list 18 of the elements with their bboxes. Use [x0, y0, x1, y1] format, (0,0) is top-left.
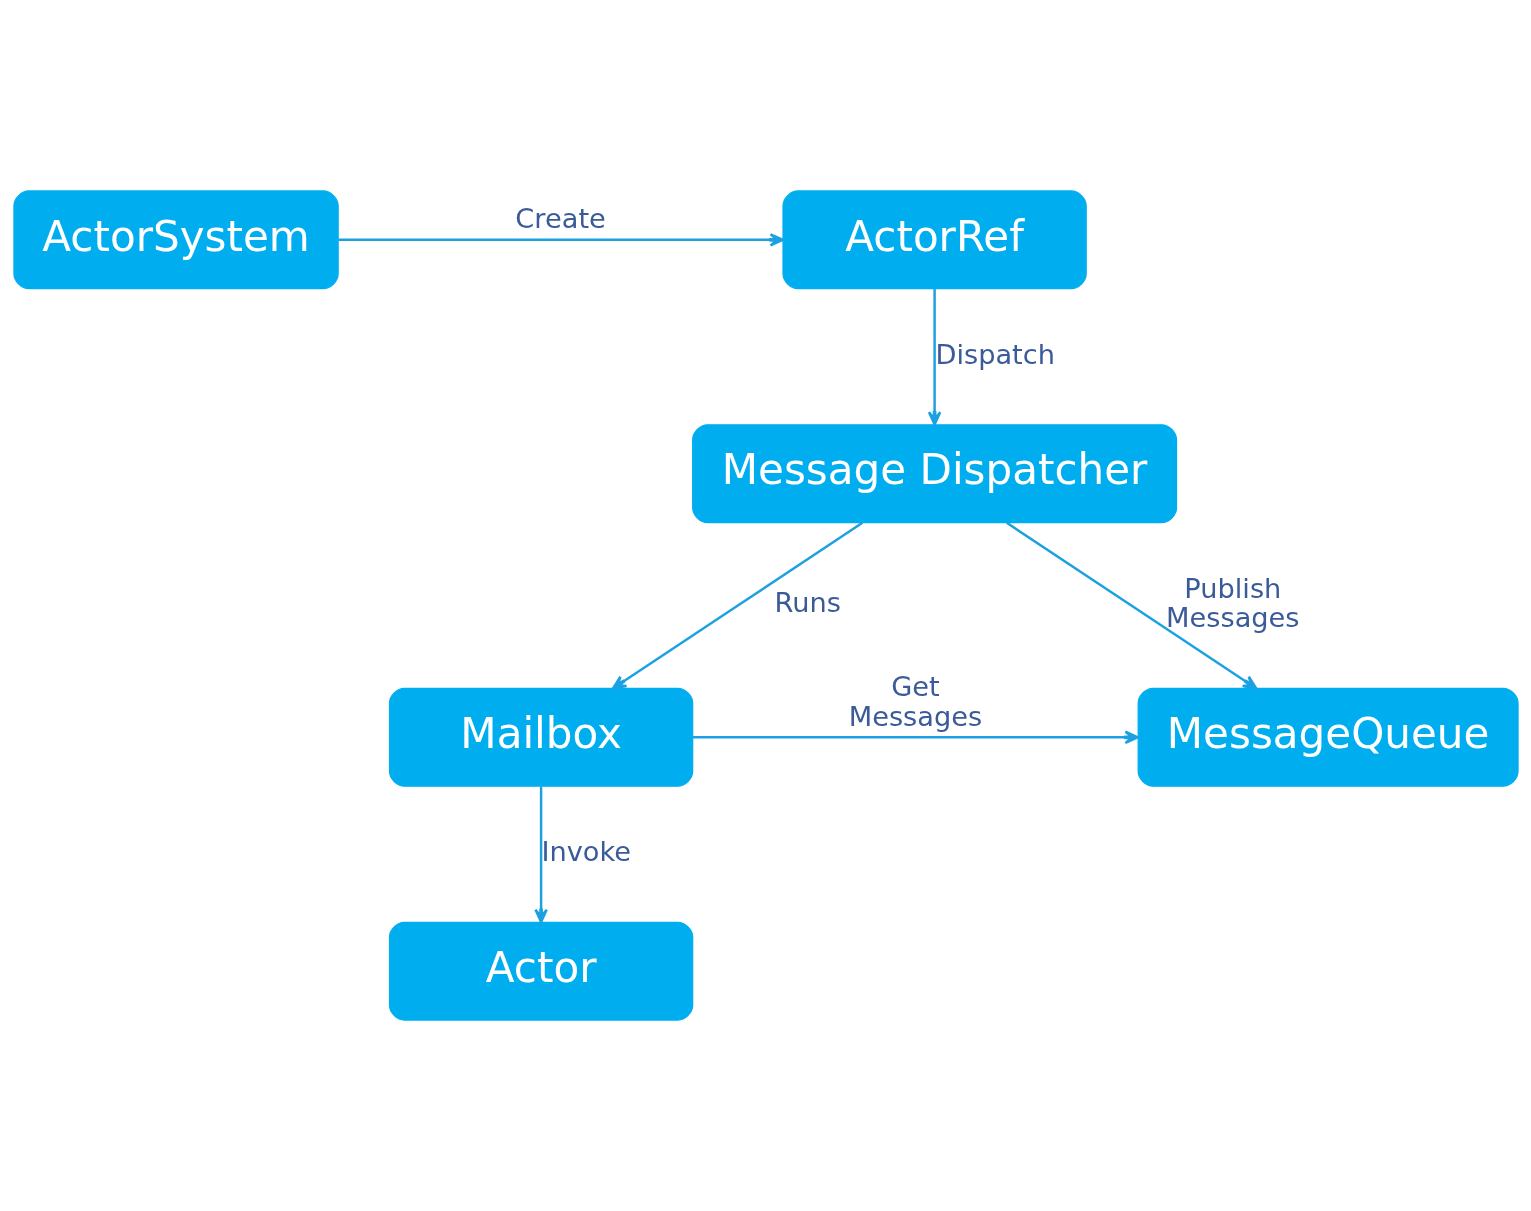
arrow	[337, 233, 784, 247]
arrow	[533, 786, 548, 924]
edge-label: Create	[514, 203, 606, 235]
edge-label: Publish Messages	[1165, 572, 1300, 634]
arrow	[611, 521, 863, 690]
arrow	[927, 289, 941, 426]
node-box: ActorSystem	[12, 190, 339, 290]
edge-label: Dispatch	[934, 338, 1055, 370]
arrow	[692, 730, 1139, 745]
node-box: MessageQueue	[1137, 687, 1519, 787]
edge-label: Get Messages	[848, 670, 982, 732]
arrow	[1005, 521, 1257, 690]
node-box: Actor	[388, 921, 693, 1021]
edge-label: Invoke	[540, 836, 631, 868]
edge-label: Runs	[774, 587, 841, 619]
node-box: Mailbox	[388, 687, 693, 787]
node-box: Message Dispatcher	[691, 424, 1177, 524]
node-box: ActorRef	[781, 190, 1087, 290]
